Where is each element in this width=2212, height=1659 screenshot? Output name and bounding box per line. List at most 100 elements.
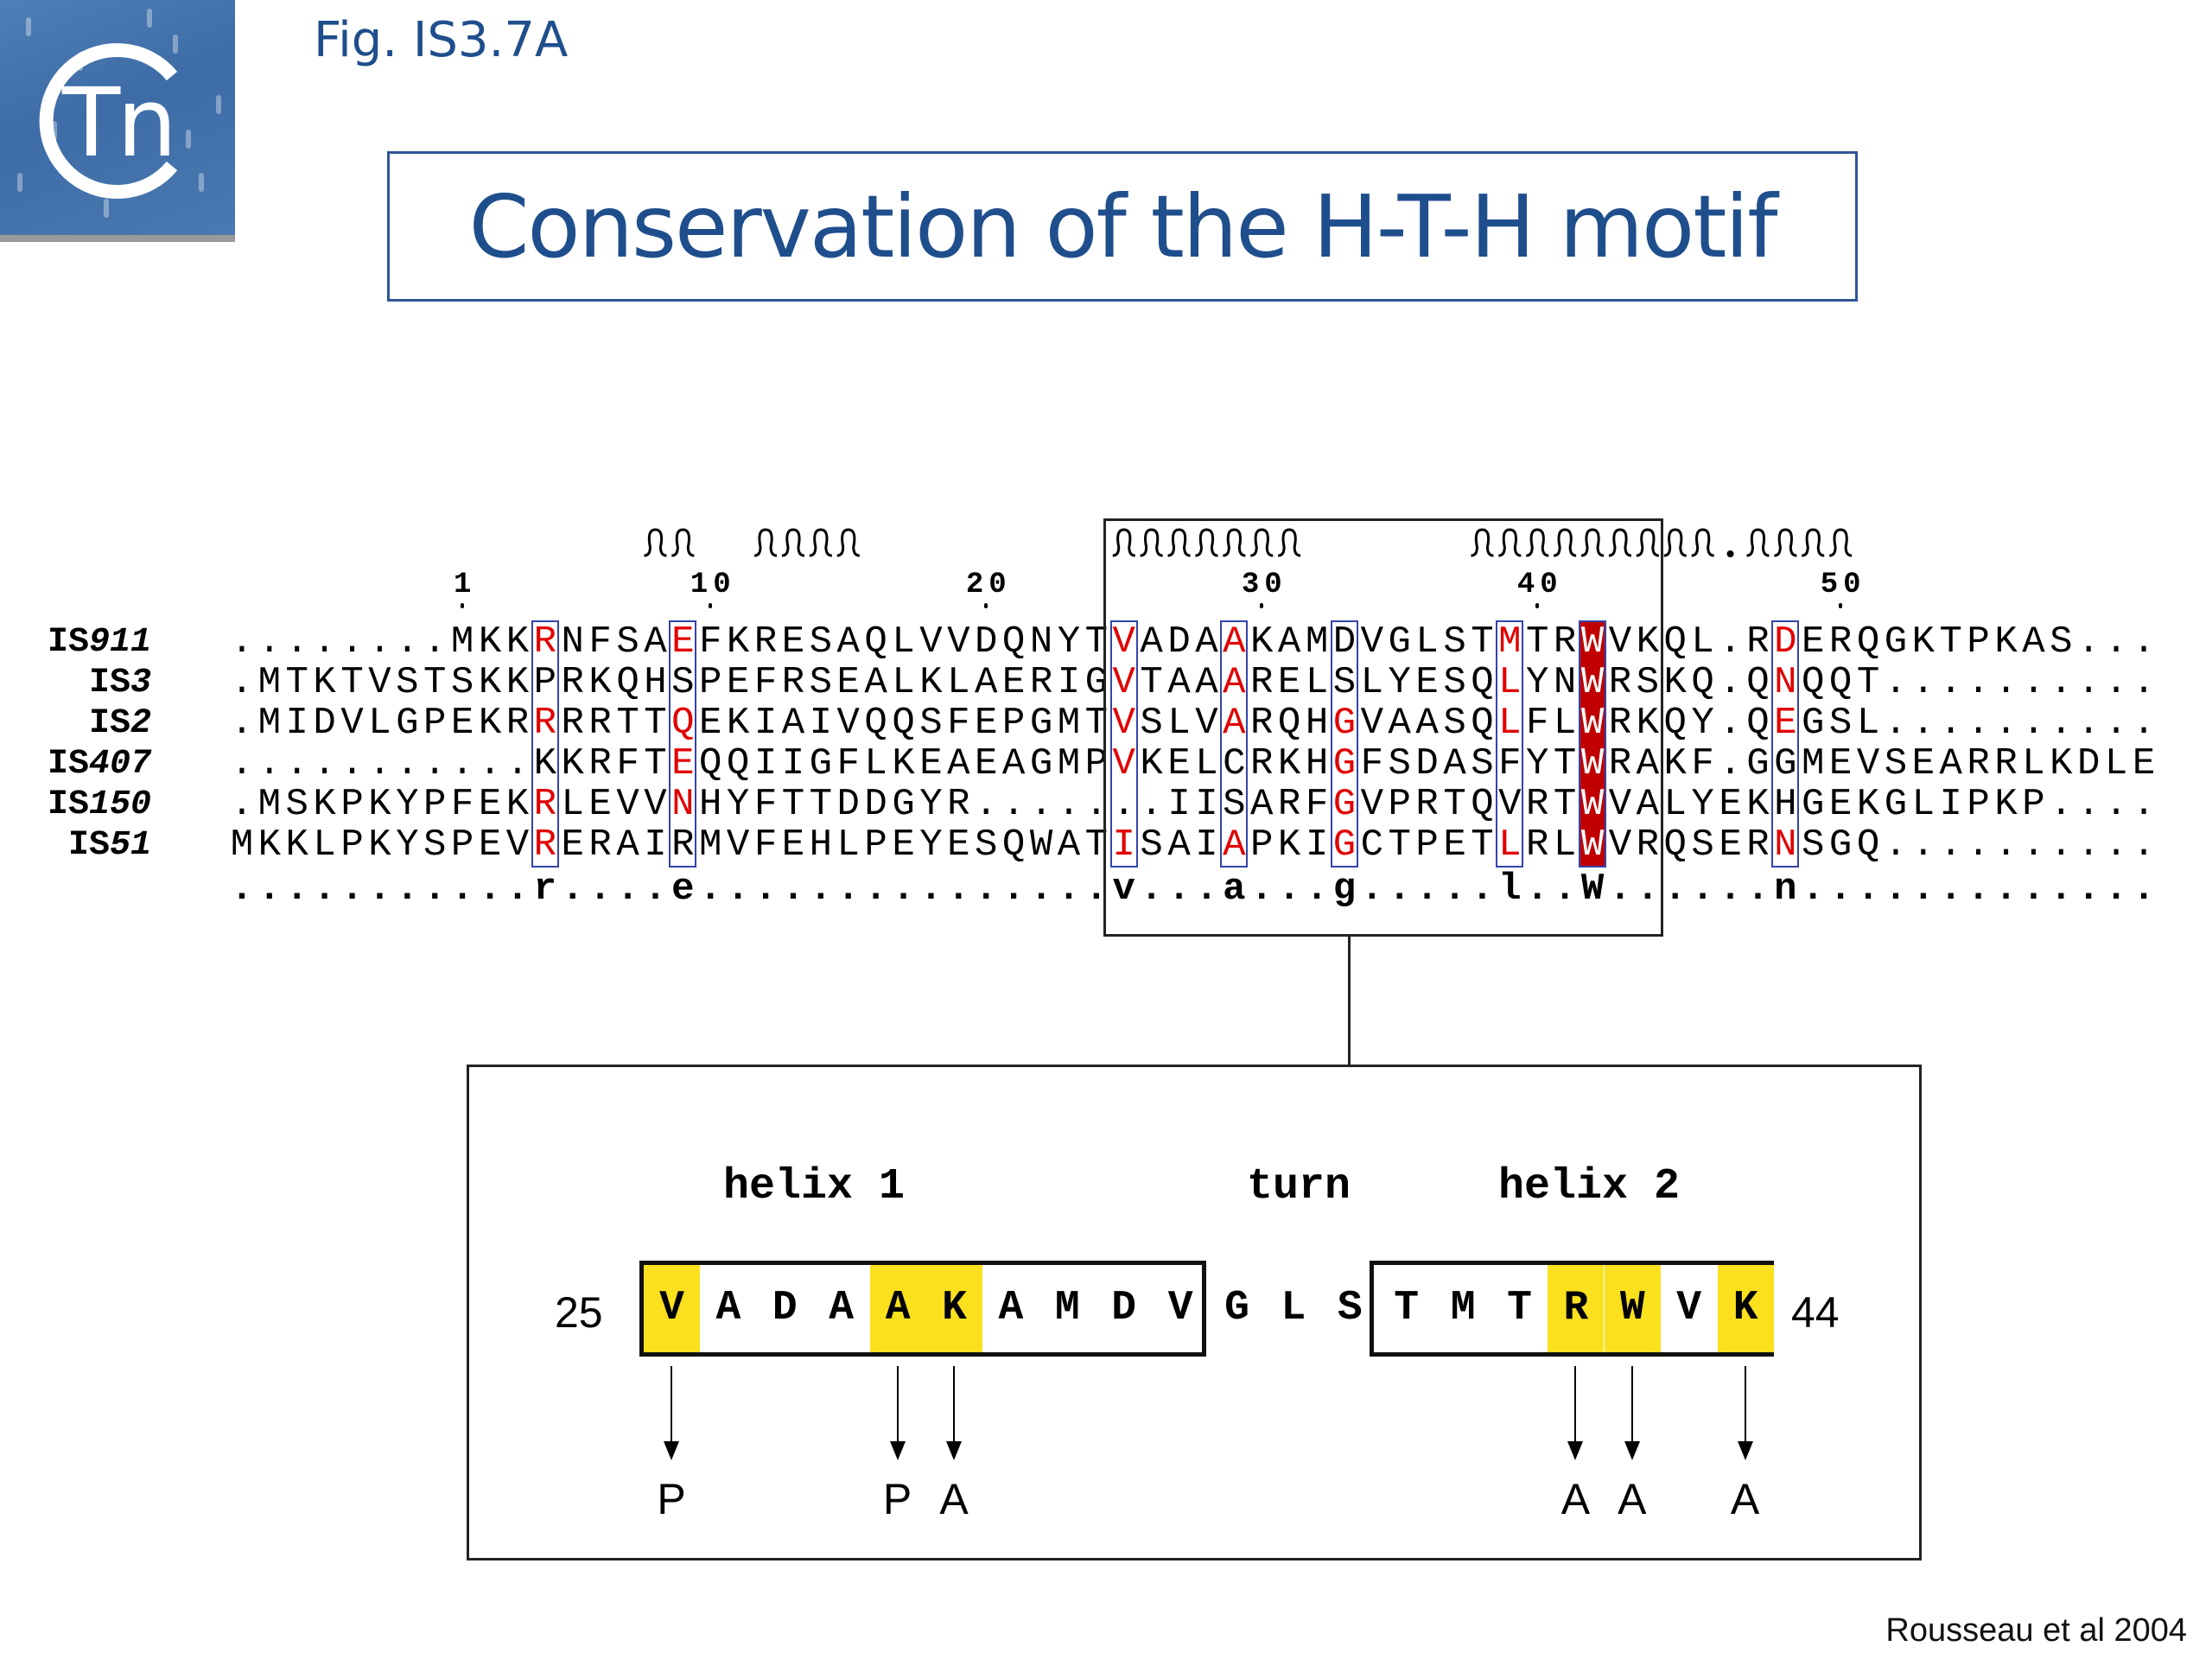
residue: E	[478, 823, 502, 867]
residue: T	[1939, 620, 1962, 664]
residue: Q	[1663, 823, 1687, 867]
residue: P	[533, 661, 557, 704]
logo-sparkle	[199, 173, 204, 192]
residue: S	[809, 620, 833, 664]
mutation-arrow	[1630, 1366, 1633, 1446]
residue: S	[1443, 702, 1466, 745]
residue: E	[671, 620, 695, 664]
ruler-tick	[1535, 603, 1540, 608]
consensus-residue: .	[644, 868, 667, 911]
residue: A	[1636, 783, 1660, 826]
residue: L	[947, 661, 970, 704]
residue: .	[313, 742, 336, 785]
residue: S	[1140, 702, 1163, 745]
ruler-tick	[1839, 603, 1843, 608]
residue: .	[2132, 783, 2156, 826]
residue: E	[1828, 742, 1853, 785]
connector-line	[1348, 937, 1351, 1066]
hth-residue: V	[1167, 1285, 1193, 1332]
residue: P	[1001, 702, 1026, 745]
residue: Y	[1691, 702, 1714, 745]
residue: I	[1939, 783, 1962, 826]
residue: M	[1305, 620, 1329, 664]
residue: E	[1911, 742, 1936, 785]
logo-sparkle	[186, 130, 191, 149]
logo-sparkle	[147, 9, 152, 28]
residue: Q	[1746, 661, 1770, 704]
residue: R	[1277, 783, 1301, 826]
residue: G	[809, 742, 833, 785]
consensus-residue: .	[1167, 868, 1191, 911]
residue: D	[2077, 742, 2101, 785]
residue: T	[616, 702, 639, 745]
residue: K	[478, 620, 502, 664]
residue: .	[313, 620, 336, 664]
residue: Y	[919, 783, 943, 826]
mutation-label: A	[939, 1475, 969, 1523]
residue: R	[588, 823, 612, 867]
consensus-residue: .	[1140, 868, 1163, 911]
residue: A	[1636, 742, 1660, 785]
residue: A	[1223, 823, 1246, 867]
residue: R	[1746, 620, 1770, 664]
residue: K	[1663, 661, 1687, 704]
residue: T	[1471, 620, 1494, 664]
consensus-residue: v	[1112, 868, 1135, 911]
residue: T	[644, 702, 667, 745]
residue: L	[1167, 702, 1191, 745]
residue: .	[2022, 661, 2045, 704]
residue: Q	[892, 702, 915, 745]
consensus-residue: .	[450, 868, 474, 911]
residue: E	[975, 702, 998, 745]
sequence-name-number: 407	[88, 745, 151, 784]
consensus-residue: .	[1526, 868, 1549, 911]
residue: V	[1195, 702, 1218, 745]
arrowhead-icon	[664, 1441, 679, 1460]
residue: R	[947, 783, 970, 826]
residue: .	[2077, 783, 2101, 826]
residue: .	[1884, 823, 1908, 867]
hth-residue: A	[829, 1285, 855, 1332]
residue: S	[1802, 823, 1825, 867]
residue: Q	[1828, 661, 1853, 704]
residue: .	[450, 742, 474, 785]
residue: R	[1526, 783, 1549, 826]
residue: .	[230, 620, 254, 664]
residue: M	[257, 783, 282, 826]
residue: R	[1608, 702, 1632, 745]
residue: A	[616, 823, 639, 867]
conserved-column-box	[1220, 620, 1249, 868]
residue: T	[423, 661, 447, 704]
residue: R	[1553, 620, 1577, 664]
residue: Y	[1057, 620, 1081, 664]
residue: T	[285, 661, 308, 704]
residue: W	[1580, 823, 1605, 867]
residue: E	[1802, 620, 1825, 664]
residue: M	[257, 702, 282, 745]
residue: F	[1360, 742, 1384, 785]
residue: A	[1195, 661, 1218, 704]
residue: A	[781, 702, 805, 745]
residue: .	[368, 620, 391, 664]
residue: R	[1250, 742, 1274, 785]
residue: N	[671, 783, 695, 826]
residue: L	[836, 823, 860, 867]
consensus-residue: .	[1994, 868, 2018, 911]
residue: A	[1388, 702, 1411, 745]
residue: .	[1994, 702, 2018, 745]
residue: R	[1250, 702, 1274, 745]
hth-residue: A	[715, 1285, 741, 1332]
residue: V	[836, 702, 860, 745]
residue: K	[533, 742, 557, 785]
residue: V	[947, 620, 970, 664]
consensus-residue: .	[1719, 868, 1742, 911]
consensus-residue: .	[368, 868, 391, 911]
residue: .	[2050, 783, 2073, 826]
ruler-number: 30	[1241, 569, 1287, 601]
consensus-residue: .	[1802, 868, 1825, 911]
residue: A	[1277, 620, 1301, 664]
residue: G	[396, 702, 419, 745]
mutation-label: P	[882, 1475, 912, 1523]
residue: Q	[1001, 620, 1026, 664]
residue: C	[1223, 742, 1246, 785]
